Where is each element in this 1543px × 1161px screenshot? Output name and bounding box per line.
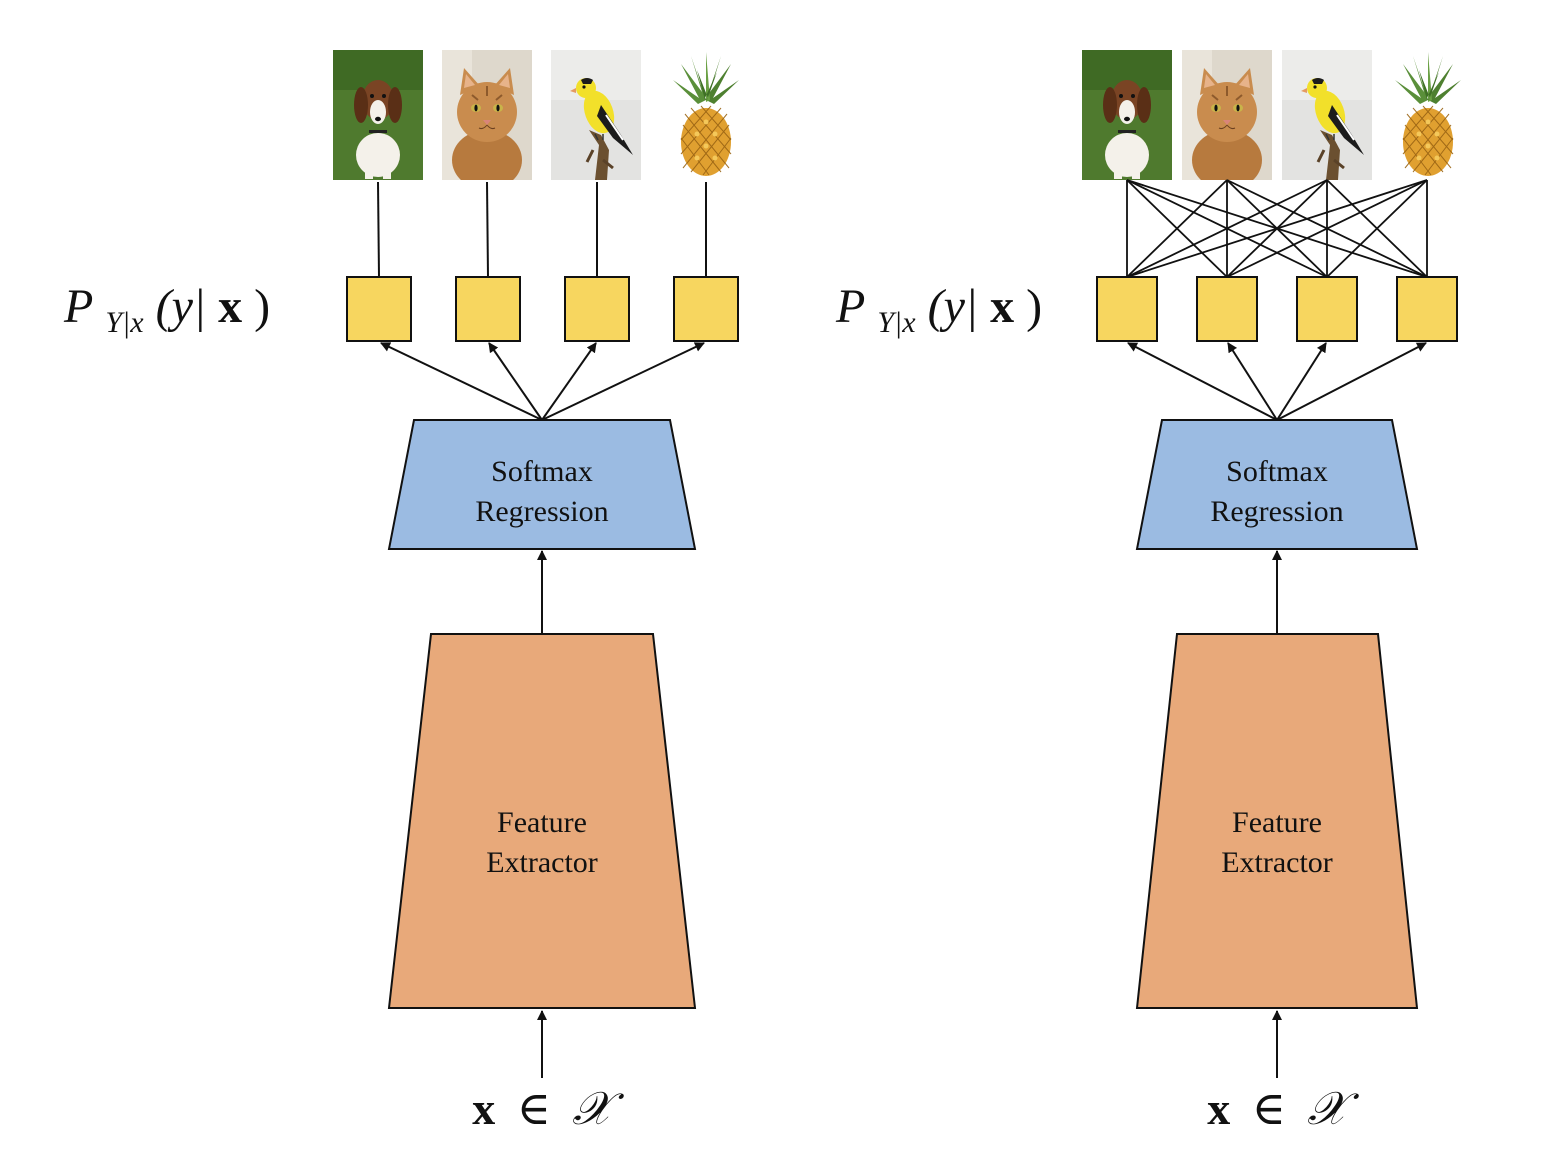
prob-x: x [990,280,1014,333]
output-box-4 [1396,276,1458,342]
extractor-label-line2: Extractor [1221,846,1333,879]
input-label: x ∈ 𝒳 [1207,1083,1359,1134]
softmax-arrows [380,342,705,421]
bird-image [551,50,641,180]
softmax-label-line2: Regression [475,495,608,528]
prob-close: ) [254,280,270,333]
prob-p: P [835,280,865,333]
output-box-3 [564,276,630,342]
output-boxes [1096,276,1458,342]
cat-image [1182,50,1272,180]
prob-subscript: Y|x [877,306,916,339]
input-element-of: ∈ [1252,1083,1286,1134]
panel-right: Softmax Regression Feature Extractor x ∈… [835,50,1473,1134]
input-label: x ∈ 𝒳 [472,1083,624,1134]
cat-image [441,50,533,180]
image-connections-dense [1126,179,1428,278]
feature-extractor-block [387,633,697,1009]
extractor-label-line1: Feature [1232,806,1322,839]
input-space: 𝒳 [572,1083,624,1134]
prob-args: (y| [156,280,206,333]
output-probability-label: P Y|x (y| x ) [63,280,270,343]
softmax-label-line1: Softmax [1226,455,1328,488]
dog-image [1082,50,1172,180]
prob-args: (y| [928,280,978,333]
panel-left: Softmax Regression Feature Extractor x ∈… [63,50,752,1134]
pineapple-image [660,50,752,180]
softmax-label-line2: Regression [1210,495,1343,528]
input-x: x [472,1083,495,1134]
output-box-2 [455,276,521,342]
softmax-arrows [1127,342,1427,421]
output-boxes [346,276,739,342]
extractor-label-line1: Feature [497,806,587,839]
input-x: x [1207,1083,1230,1134]
image-connections [377,181,707,278]
input-element-of: ∈ [517,1083,551,1134]
prob-subscript: Y|x [105,306,144,339]
extractor-label-line2: Extractor [486,846,598,879]
input-space: 𝒳 [1307,1083,1359,1134]
output-box-3 [1296,276,1358,342]
pineapple-image [1383,50,1473,180]
prob-p: P [63,280,93,333]
output-box-2 [1196,276,1258,342]
output-probability-label: P Y|x (y| x ) [835,280,1042,343]
softmax-regression-block [387,419,697,550]
prob-close: ) [1026,280,1042,333]
softmax-regression-block [1135,419,1419,550]
output-box-1 [346,276,412,342]
feature-extractor-block [1135,633,1419,1009]
dog-image [333,50,423,180]
softmax-label-line1: Softmax [491,455,593,488]
bird-image [1282,50,1372,180]
prob-x: x [218,280,242,333]
output-box-4 [673,276,739,342]
output-box-1 [1096,276,1158,342]
